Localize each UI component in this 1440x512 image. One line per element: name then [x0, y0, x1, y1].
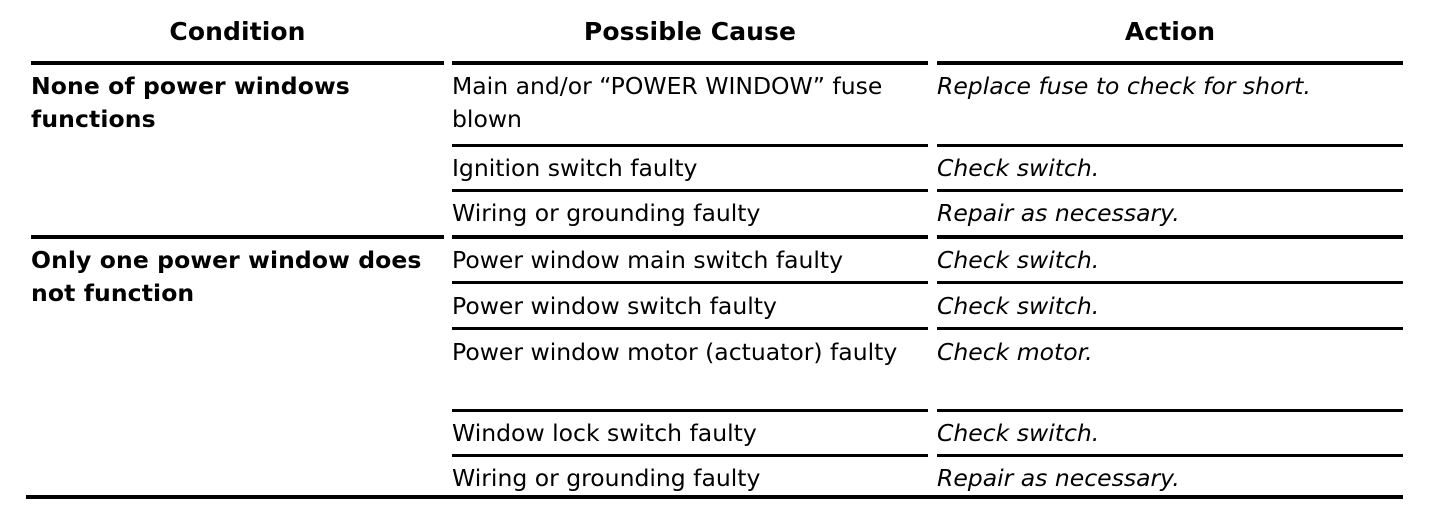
rule-action-r3	[937, 235, 1403, 239]
possible-cause-cell-4: Power window switch faulty	[452, 292, 777, 320]
column-header-possible-cause: Possible Cause	[583, 17, 797, 46]
rule-cause-top	[452, 61, 928, 65]
column-header-condition: Condition	[169, 17, 306, 46]
possible-cause-cell-3: Power window main switch faulty	[452, 246, 844, 274]
rule-cause-r2	[452, 189, 928, 192]
rule-cause-r1	[452, 144, 928, 147]
condition-cell-0: None of power windows functions	[31, 72, 350, 133]
rule-action-r5	[937, 327, 1403, 330]
action-cell-4: Check switch.	[937, 292, 1100, 320]
rule-action-r7	[937, 454, 1403, 457]
condition-cell-1: Only one power window does not function	[31, 246, 422, 307]
action-cell-5: Check motor.	[937, 338, 1093, 366]
action-cell-0: Replace fuse to check for short.	[937, 72, 1311, 100]
rule-cause-r7	[452, 454, 928, 457]
action-cell-7: Repair as necessary.	[937, 464, 1180, 492]
possible-cause-cell-5: Power window motor (actuator) faulty	[452, 338, 898, 366]
rule-cause-r5	[452, 327, 928, 330]
rule-cause-r4	[452, 281, 928, 284]
action-cell-3: Check switch.	[937, 246, 1100, 274]
rule-table-bottom	[26, 495, 1403, 499]
possible-cause-cell-2: Wiring or grounding faulty	[452, 199, 761, 227]
action-cell-6: Check switch.	[937, 419, 1100, 447]
rule-action-r4	[937, 281, 1403, 284]
rule-cause-r6	[452, 409, 928, 412]
possible-cause-cell-7: Wiring or grounding faulty	[452, 464, 761, 492]
rule-condition-top	[31, 61, 444, 65]
rule-condition-mid	[31, 235, 444, 239]
possible-cause-cell-1: Ignition switch faulty	[452, 154, 698, 182]
column-header-action: Action	[1124, 17, 1216, 46]
rule-action-r1	[937, 144, 1403, 147]
rule-action-r6	[937, 409, 1403, 412]
rule-action-top	[937, 61, 1403, 65]
rule-cause-r3	[452, 235, 928, 239]
possible-cause-cell-6: Window lock switch faulty	[452, 419, 757, 447]
action-cell-2: Repair as necessary.	[937, 199, 1180, 227]
action-cell-1: Check switch.	[937, 154, 1100, 182]
rule-action-r2	[937, 189, 1403, 192]
possible-cause-cell-0: Main and/or “POWER WINDOW” fuse blown	[452, 72, 883, 133]
